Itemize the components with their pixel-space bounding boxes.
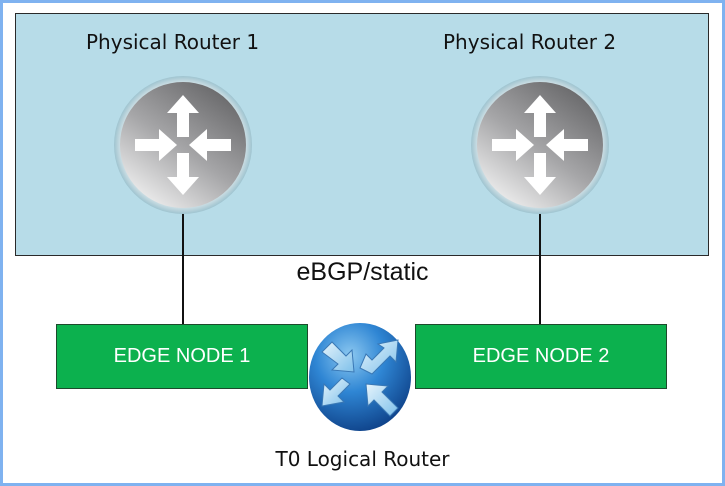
logical-router-label: T0 Logical Router: [275, 447, 450, 471]
connection-label: eBGP/static: [296, 258, 429, 286]
edge-node-2: EDGE NODE 2: [415, 324, 667, 389]
physical-router-1-label: Physical Router 1: [86, 30, 260, 54]
edge-node-1: EDGE NODE 1: [56, 324, 308, 389]
router-icon: [471, 76, 609, 214]
link-router1-edge1: [182, 210, 184, 325]
router-icon: [114, 76, 252, 214]
logical-router-icon: [309, 323, 411, 431]
physical-router-2-label: Physical Router 2: [443, 30, 617, 54]
link-router2-edge2: [539, 210, 541, 325]
